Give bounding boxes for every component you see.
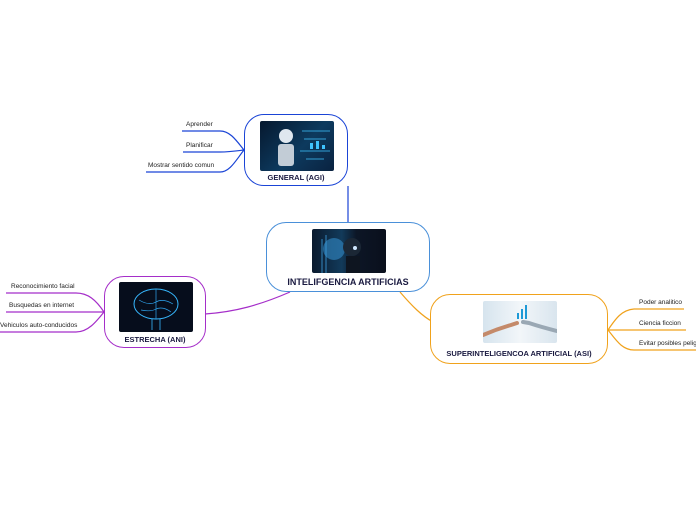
topic-title-ani: ESTRECHA (ANI) [124, 335, 186, 344]
asi-leaf-connectors [607, 308, 696, 351]
topic-title-asi: SUPERINTELIGENCOA ARTIFICIAL (ASI) [446, 349, 592, 358]
central-topic-node[interactable]: INTELIFGENCIA ARTIFICIAS [266, 222, 430, 292]
topic-node-agi[interactable]: GENERAL (AGI) [244, 114, 348, 186]
leaf-asi-evitar-peligros[interactable]: Evitar posibles peligros [639, 340, 696, 347]
leaf-agi-aprender[interactable]: Aprender [186, 121, 213, 128]
robot-portrait-image [312, 229, 386, 273]
connector-central-ani [204, 291, 291, 315]
connector-central-asi [399, 291, 434, 323]
leaf-asi-ciencia-ficcion[interactable]: Ciencia ficcion [639, 320, 681, 327]
leaf-ani-busquedas-internet[interactable]: Busquedas en internet [9, 302, 75, 309]
digital-brain-image [119, 282, 193, 332]
humanoid-robot-data-image [260, 121, 334, 171]
leaf-agi-sentido-comun[interactable]: Mostrar sentido comun [148, 162, 215, 169]
topic-title-agi: GENERAL (AGI) [267, 173, 325, 182]
ani-leaf-connectors [0, 292, 105, 333]
leaf-asi-poder-analitico[interactable]: Poder analitico [639, 299, 682, 306]
topic-node-asi[interactable]: SUPERINTELIGENCOA ARTIFICIAL (ASI) [430, 294, 608, 364]
leaf-ani-reconocimiento-facial[interactable]: Reconocimiento facial [11, 283, 75, 290]
robot-human-hands-image [483, 301, 557, 343]
leaf-agi-planificar[interactable]: Planificar [186, 142, 213, 149]
central-topic-title: INTELIFGENCIA ARTIFICIAS [287, 277, 409, 287]
leaf-ani-vehiculos[interactable]: Vehiculos auto-conducidos [0, 322, 78, 329]
topic-node-ani[interactable]: ESTRECHA (ANI) [104, 276, 206, 348]
agi-leaf-connectors [146, 130, 245, 173]
